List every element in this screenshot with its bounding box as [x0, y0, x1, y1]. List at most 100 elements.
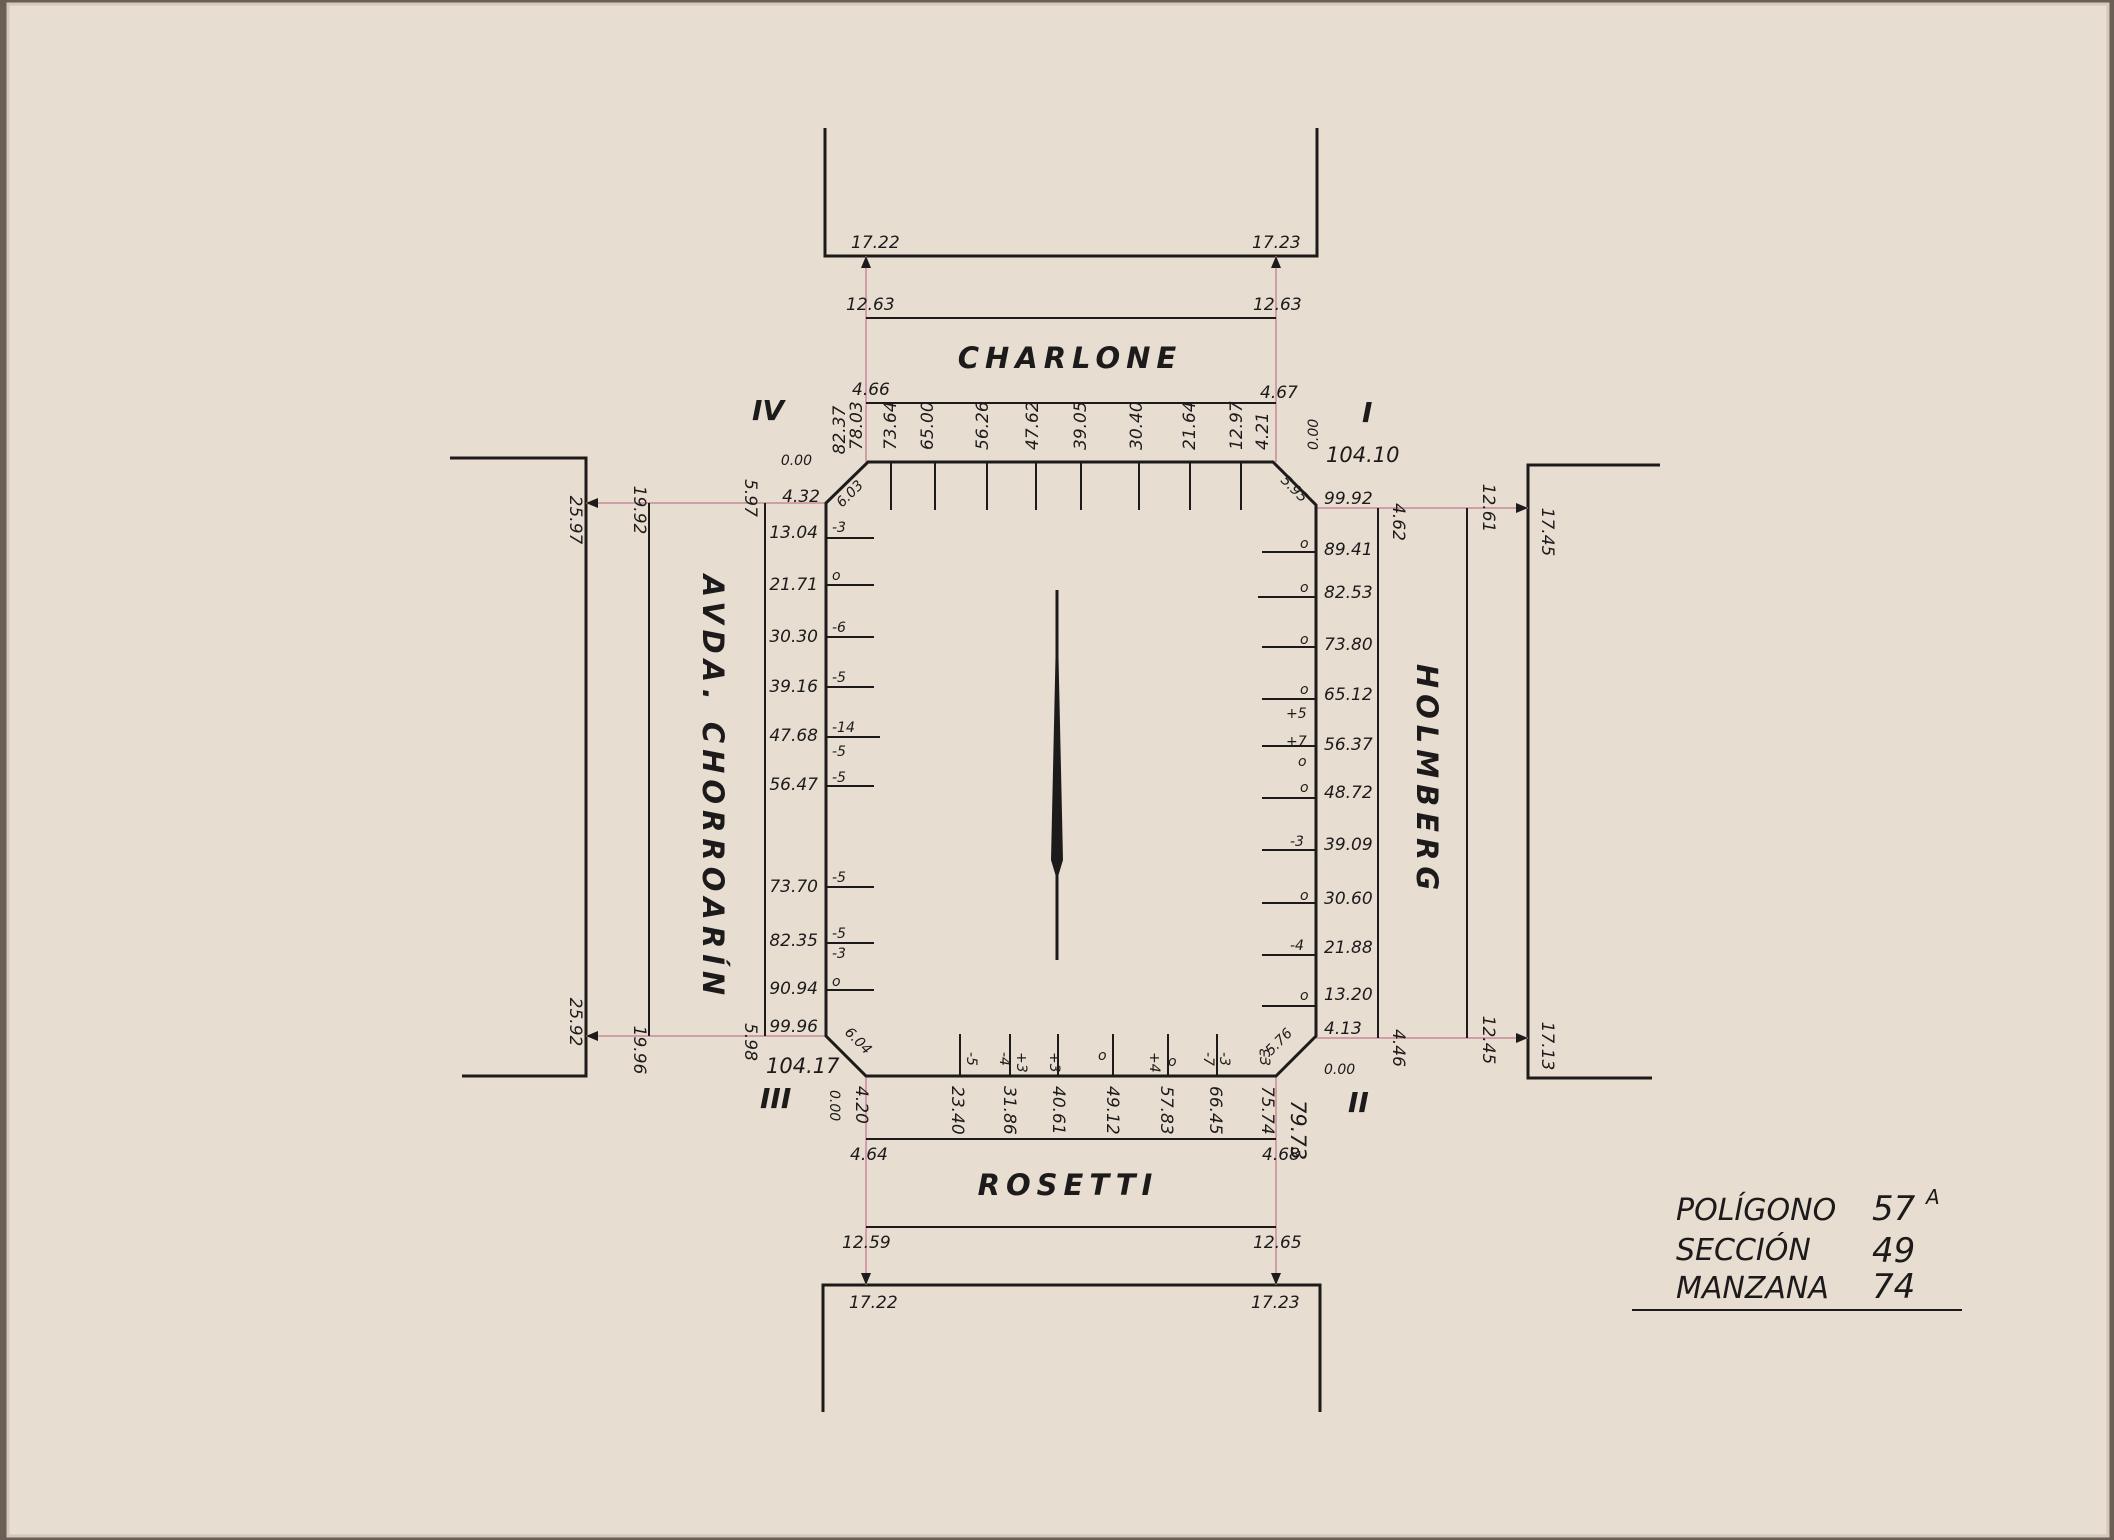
east-mark: o: [1298, 754, 1307, 770]
west-label: 39.16: [769, 677, 818, 697]
south-mark: -5: [963, 1052, 979, 1066]
west-outer-bottom: 25.92: [565, 998, 585, 1047]
west-mark: o: [832, 568, 841, 584]
north-label: 78.03: [847, 401, 867, 450]
south-label: 4.20: [851, 1086, 871, 1124]
north-outer-left: 17.22: [851, 233, 900, 253]
east-label: 73.80: [1324, 635, 1373, 655]
south-mark: +3: [1046, 1052, 1062, 1073]
north-label: 0.00: [1306, 419, 1322, 450]
east-mark: -3: [1290, 834, 1304, 850]
west-inner-top: 5.97: [740, 479, 760, 517]
west-mid-top: 19.92: [629, 486, 649, 535]
north-label: 47.62: [1023, 401, 1043, 450]
west-outer-top: 25.97: [565, 496, 585, 545]
west-label: 99.96: [769, 1017, 818, 1037]
legend-seccion-value: 49: [1872, 1231, 1915, 1271]
north-label: 21.64: [1180, 401, 1200, 450]
corner-nw-value: 82.37: [830, 405, 850, 454]
legend-manzana-label: MANZANA: [1676, 1271, 1829, 1306]
east-outer-bottom: 17.13: [1537, 1022, 1557, 1071]
east-label: 65.12: [1324, 685, 1373, 705]
east-label: 39.09: [1324, 835, 1373, 855]
west-mid-bottom: 19.96: [629, 1026, 649, 1075]
west-mark: -5: [832, 770, 846, 786]
south-mark: o: [1168, 1054, 1177, 1070]
east-mark: -3: [1258, 1048, 1274, 1062]
corner-ne-label: I: [1362, 396, 1372, 429]
east-label: 82.53: [1324, 583, 1373, 603]
north-mid-left: 12.63: [846, 295, 895, 315]
west-inner-bottom: 5.98: [740, 1023, 760, 1061]
south-label: 31.86: [999, 1086, 1019, 1135]
east-mark: +7: [1286, 734, 1307, 750]
south-label: 40.61: [1048, 1086, 1068, 1135]
east-label: 30.60: [1324, 889, 1373, 909]
south-label: 49.12: [1102, 1086, 1122, 1135]
west-mark: -5: [832, 870, 846, 886]
corner-ne-value: 104.10: [1326, 443, 1399, 467]
west-neighbor-block: [450, 456, 588, 1078]
east-mark: o: [1300, 780, 1309, 796]
street-charlone: CHARLONE: [958, 341, 1183, 375]
south-mid-right: 12.65: [1253, 1233, 1302, 1253]
west-mark: o: [832, 974, 841, 990]
east-mark: -4: [1290, 938, 1304, 954]
north-arrow-icon: [1051, 590, 1063, 960]
east-mark: +5: [1286, 706, 1307, 722]
east-mark: o: [1300, 580, 1309, 596]
legend-poligono-sup: A: [1924, 1185, 1940, 1209]
east-inner-top: 4.62: [1388, 503, 1408, 541]
north-outer-right: 17.23: [1252, 233, 1301, 253]
north-label: 73.64: [881, 401, 901, 450]
east-mark: o: [1300, 888, 1309, 904]
west-side: 4.32 13.04 21.71 30.30 39.16 47.68 56.47…: [769, 487, 880, 1037]
west-mark: -5: [832, 744, 846, 760]
south-label: 0.00: [826, 1090, 842, 1121]
north-inner-left: 4.66: [852, 380, 890, 400]
east-mark: o: [1300, 632, 1309, 648]
east-label: 99.92: [1324, 489, 1373, 509]
east-mark: o: [1300, 988, 1309, 1004]
west-mark: -3: [832, 520, 846, 536]
east-mark: o: [1300, 536, 1309, 552]
west-label: 73.70: [769, 877, 818, 897]
west-label: 47.68: [769, 726, 818, 746]
north-zero: 0.00: [781, 453, 812, 469]
north-inner-right: 4.67: [1260, 383, 1298, 403]
reference-lines: [586, 256, 1528, 1285]
legend-seccion-label: SECCIÓN: [1676, 1231, 1811, 1268]
north-label: 4.21: [1253, 412, 1273, 450]
west-label: 21.71: [769, 575, 818, 595]
north-mid-right: 12.63: [1253, 295, 1302, 315]
south-mark: -4: [996, 1052, 1012, 1066]
east-label: 4.13: [1324, 1019, 1362, 1039]
north-label: 39.05: [1071, 401, 1091, 450]
south-label: 75.74: [1257, 1086, 1277, 1135]
south-mid-left: 12.59: [842, 1233, 891, 1253]
east-label: 0.00: [1324, 1062, 1355, 1078]
south-inner-left: 4.64: [850, 1145, 888, 1165]
east-label: 13.20: [1324, 985, 1373, 1005]
west-label: 90.94: [769, 979, 818, 999]
legend: POLÍGONO 57 A SECCIÓN 49 MANZANA 74: [1632, 1185, 1962, 1311]
south-outer-right: 17.23: [1251, 1293, 1300, 1313]
west-mark: -14: [832, 720, 855, 736]
west-mark: -5: [832, 670, 846, 686]
north-neighbor-block: [823, 128, 1319, 258]
east-inner-bottom: 4.46: [1388, 1029, 1408, 1067]
legend-poligono-value: 57: [1872, 1189, 1916, 1229]
east-mid-top: 12.61: [1478, 484, 1498, 533]
legend-manzana-value: 74: [1872, 1267, 1915, 1307]
south-mark: +4: [1146, 1052, 1162, 1073]
east-label: 21.88: [1324, 938, 1373, 958]
south-outer-left: 17.22: [849, 1293, 898, 1313]
corner-sw-value: 104.17: [766, 1054, 840, 1078]
east-neighbor-block: [1526, 463, 1660, 1080]
east-mid-bottom: 12.45: [1478, 1016, 1498, 1065]
east-mark: o: [1300, 682, 1309, 698]
south-mark: -3: [1216, 1052, 1232, 1066]
south-label: 57.83: [1156, 1086, 1176, 1135]
north-label: 65.00: [918, 401, 938, 450]
